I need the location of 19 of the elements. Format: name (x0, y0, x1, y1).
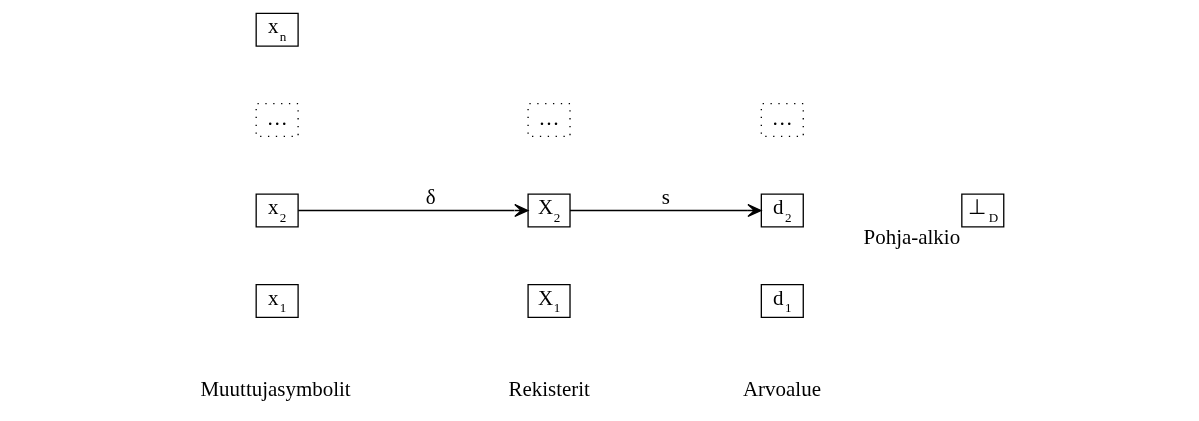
node-box: x$_{2}$ (255, 193, 299, 228)
node-box: … (255, 103, 299, 138)
node-box: x$_{1}$ (255, 283, 299, 318)
node-box: x$_{n}$ (255, 12, 299, 47)
arrow (297, 203, 529, 218)
node-box: ⊥$_{D}$ (961, 193, 1005, 228)
label: Arvoalue (742, 377, 821, 402)
edge-label: δ (425, 184, 436, 209)
node-box: d$_{1}$ (760, 283, 804, 318)
label: Muuttujasymbolit (200, 377, 351, 402)
arrow (569, 203, 762, 218)
node-box: X$_{2}$ (527, 193, 571, 228)
node-label: Pohja-alkio (863, 224, 961, 249)
node-box: X$_{1}$ (527, 283, 571, 318)
node-box: … (760, 103, 804, 138)
node-box: d$_{2}$ (760, 193, 804, 228)
edge-label: s (661, 184, 670, 209)
label: Rekisterit (508, 377, 590, 402)
node-box: … (527, 103, 571, 138)
